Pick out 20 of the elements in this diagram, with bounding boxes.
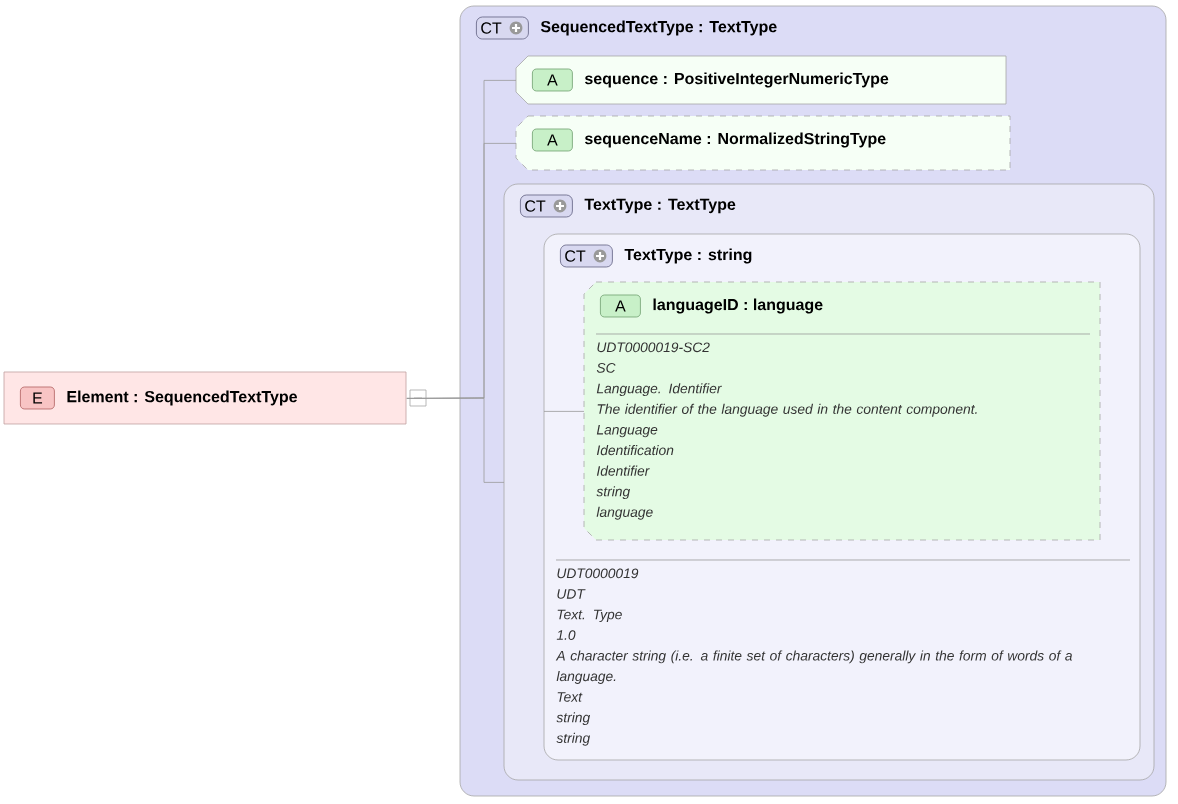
attribute-box (583, 281, 1101, 541)
type-badge: A (600, 294, 641, 318)
attribute-box (515, 115, 1011, 171)
type-label: languageID : language (653, 298, 823, 314)
type-badge: A (532, 68, 573, 92)
type-label: SequencedTextType : TextType (540, 20, 777, 36)
type-label: sequenceName : NormalizedStringType (584, 132, 886, 148)
type-badge: CT (560, 244, 613, 268)
type-label: Element : SequencedTextType (67, 390, 297, 406)
type-label: TextType : string (624, 248, 752, 264)
connector-line (543, 411, 585, 412)
type-badge: E (20, 386, 55, 410)
type-badge: CT (520, 194, 573, 218)
attribute-box (515, 55, 1007, 105)
type-badge: A (532, 128, 573, 152)
type-label: sequence : PositiveIntegerNumericType (584, 72, 889, 88)
element-box (3, 371, 407, 425)
type-badge: CT (476, 16, 529, 40)
connector-line (406, 397, 505, 483)
type-label: TextType : TextType (584, 198, 736, 214)
